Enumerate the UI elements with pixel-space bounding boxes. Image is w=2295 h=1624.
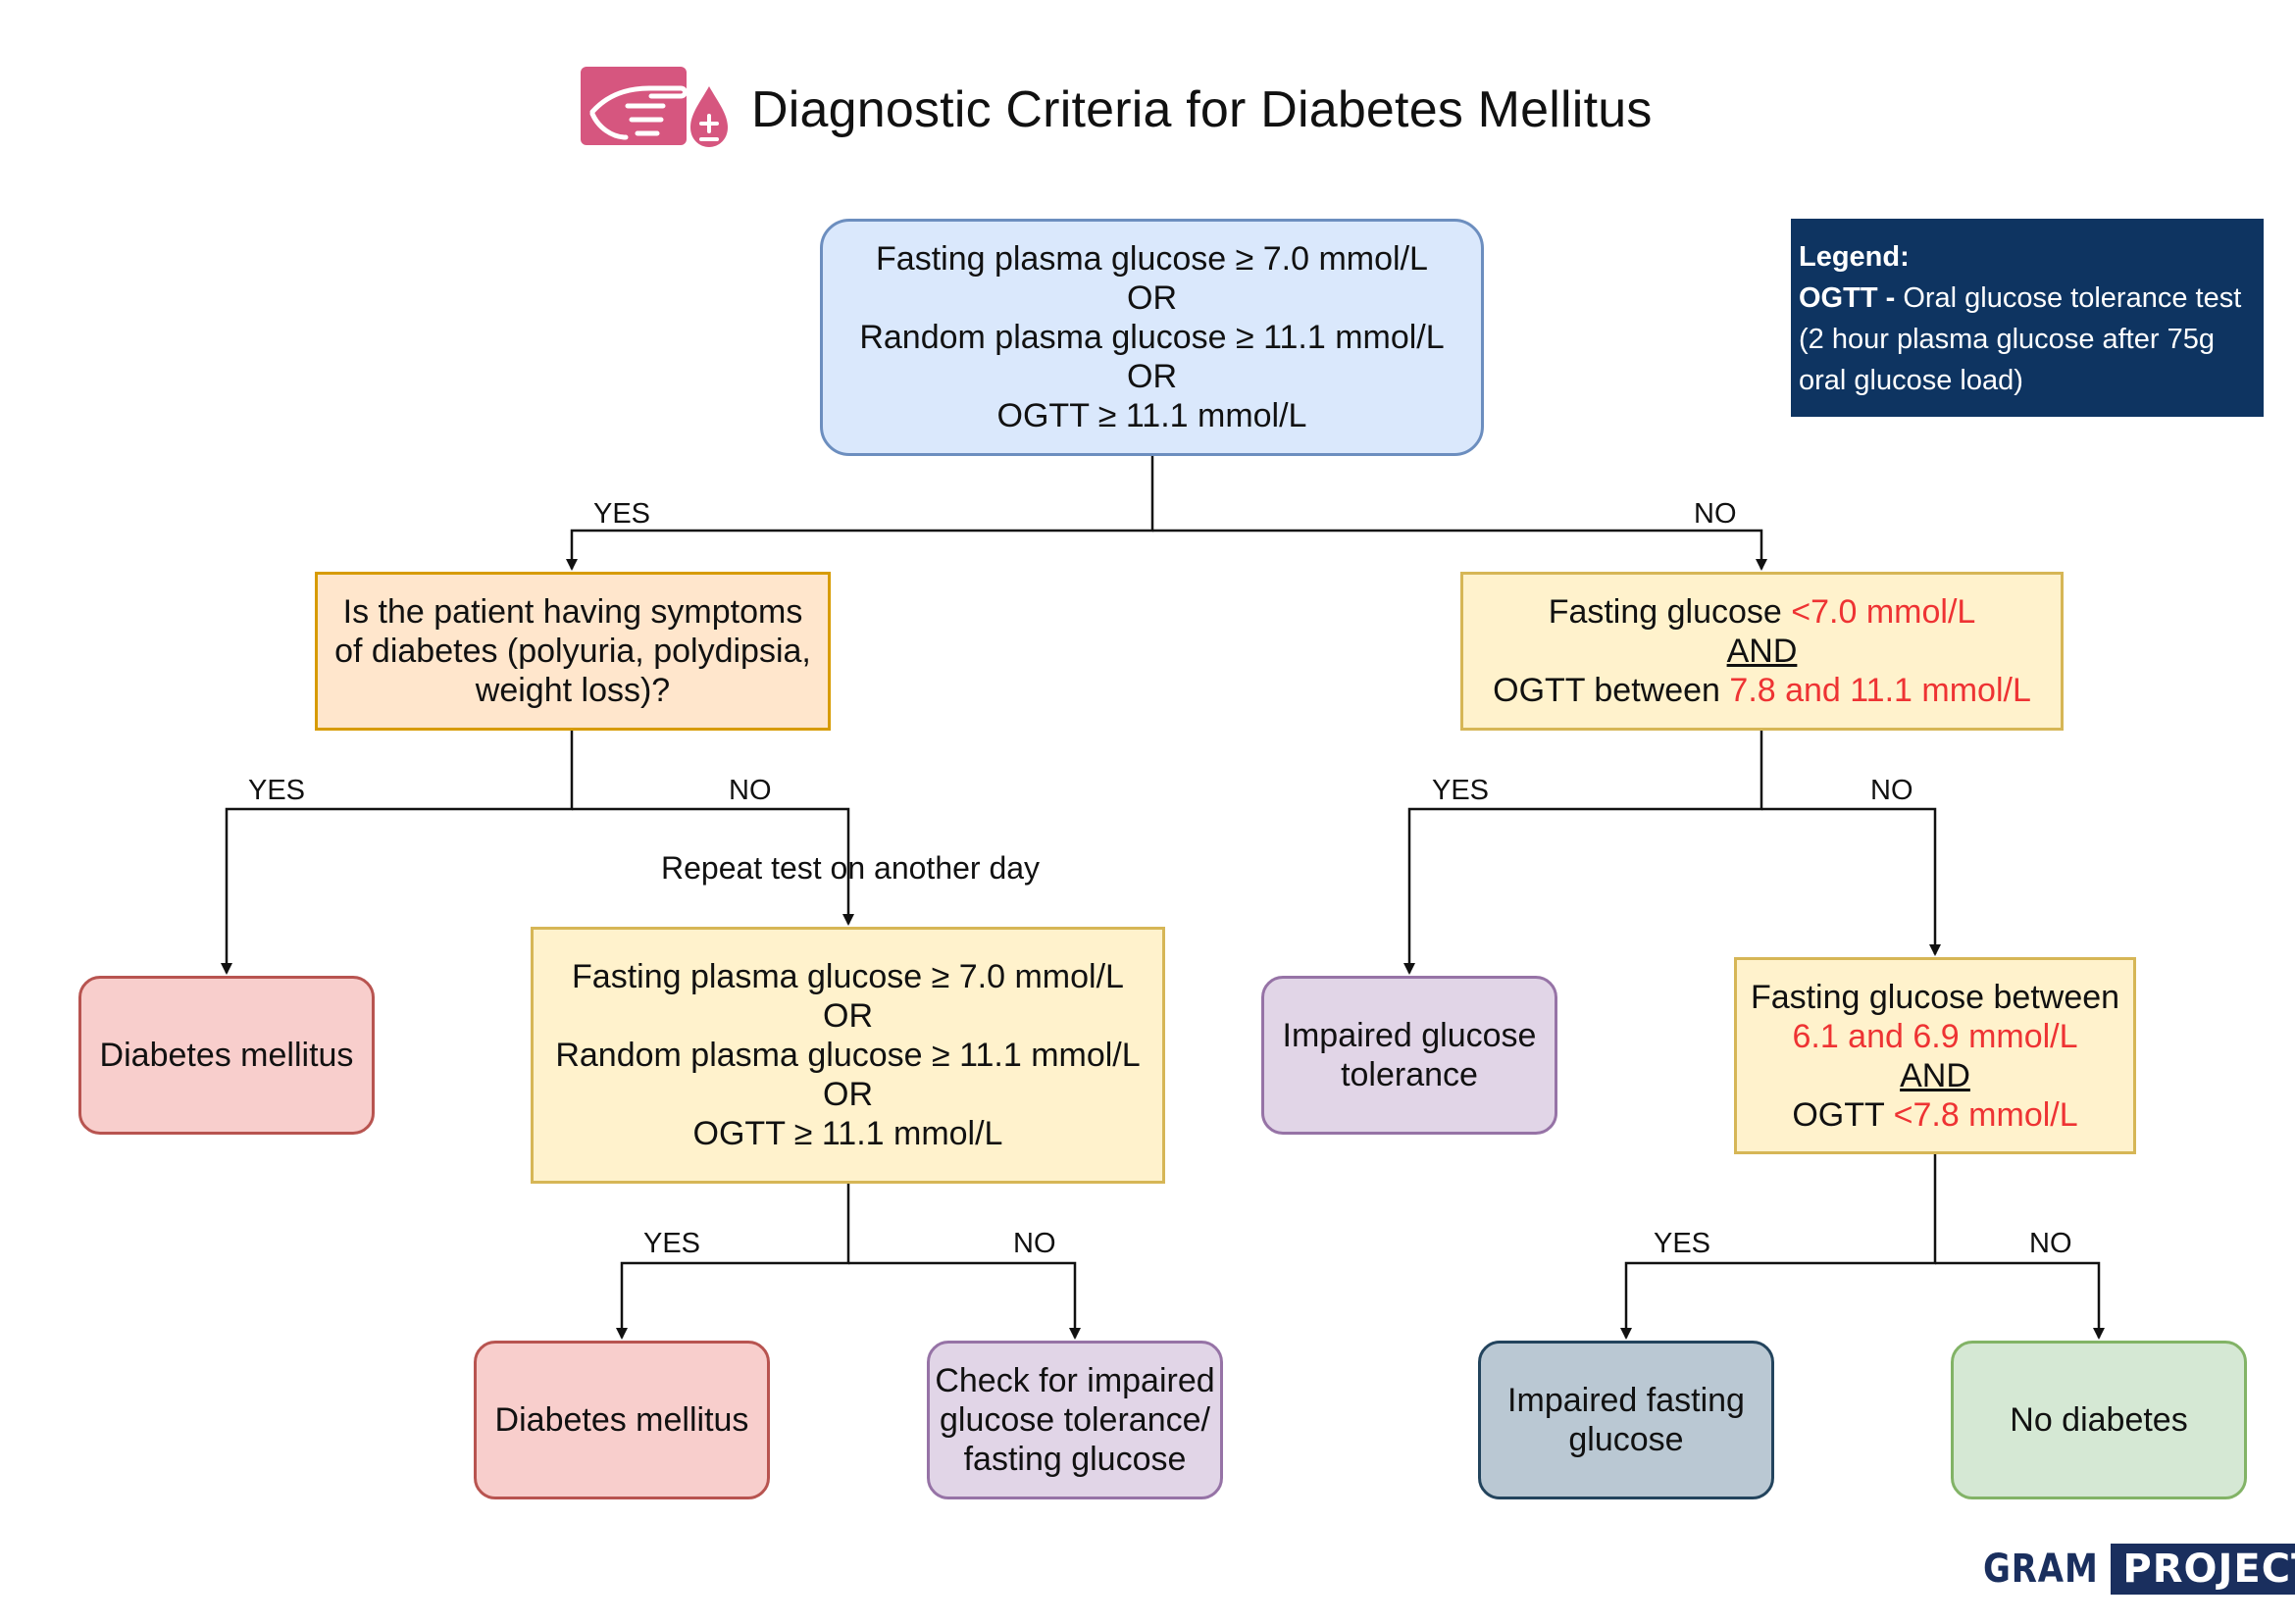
criteria-threshold: 6.1 and 6.9 mmol/L bbox=[1792, 1017, 2078, 1055]
criteria-threshold: <7.0 mmol/L bbox=[1791, 593, 1976, 631]
criteria-text: OGTT between bbox=[1493, 672, 1730, 709]
impaired-fasting-glucose-result: Impaired fasting glucose bbox=[1478, 1341, 1774, 1499]
criteria-threshold: <7.8 mmol/L bbox=[1893, 1095, 2078, 1134]
brand-right: PROJECT bbox=[2111, 1544, 2295, 1595]
question-line: weight loss)? bbox=[475, 672, 671, 709]
initial-criteria-box: Fasting plasma glucose ≥ 7.0 mmol/L OR R… bbox=[820, 219, 1484, 456]
brand-left: GRAM bbox=[1983, 1547, 2099, 1592]
criteria-or: OR bbox=[823, 1076, 873, 1113]
result-label: tolerance bbox=[1341, 1056, 1478, 1093]
diabetes-mellitus-result-left: Diabetes mellitus bbox=[78, 976, 375, 1135]
result-label: Impaired glucose bbox=[1282, 1017, 1537, 1054]
criteria-line: Fasting plasma glucose ≥ 7.0 mmol/L bbox=[572, 958, 1124, 995]
branch-label-no: NO bbox=[1013, 1228, 1056, 1259]
connector-symptoms-to-repeat bbox=[572, 807, 854, 926]
criteria-text: Fasting glucose bbox=[1548, 593, 1792, 631]
impaired-glucose-tolerance-result: Impaired glucose tolerance bbox=[1261, 976, 1557, 1135]
finger-prick-blood-drop-icon bbox=[581, 67, 728, 147]
result-label: fasting glucose bbox=[963, 1441, 1187, 1478]
legend-heading: Legend: bbox=[1799, 241, 1910, 273]
criteria-line: Fasting glucose between bbox=[1750, 978, 2120, 1016]
legend-line-3: oral glucose load) bbox=[1799, 365, 2023, 396]
connector-top-to-symptoms bbox=[566, 456, 1154, 571]
repeat-criteria-box: Fasting plasma glucose ≥ 7.0 mmol/L OR R… bbox=[531, 927, 1165, 1184]
legend-line-2: (2 hour plasma glucose after 75g bbox=[1799, 324, 2215, 355]
branch-label-no: NO bbox=[1870, 775, 1913, 806]
branch-label-no: NO bbox=[2029, 1228, 2072, 1259]
connector-igt-criteria-to-igt-result bbox=[1403, 731, 1763, 975]
page-title: Diagnostic Criteria for Diabetes Mellitu… bbox=[751, 81, 1653, 138]
criteria-line: OGTT ≥ 11.1 mmol/L bbox=[996, 397, 1307, 434]
connector-repeat-to-dm-mid bbox=[616, 1184, 850, 1340]
symptoms-question-box: Is the patient having symptoms of diabet… bbox=[315, 572, 831, 731]
legend-definition: Oral glucose tolerance test bbox=[1895, 282, 2242, 314]
connector-ifg-criteria-to-no-diabetes bbox=[1935, 1261, 2105, 1340]
result-label: Impaired fasting bbox=[1507, 1382, 1745, 1419]
repeat-test-note: Repeat test on another day bbox=[661, 850, 1041, 886]
branch-label-yes: YES bbox=[643, 1228, 701, 1259]
igt-criteria-box: Fasting glucose <7.0 mmol/L AND OGTT bet… bbox=[1460, 572, 2064, 731]
criteria-or: OR bbox=[1127, 279, 1177, 317]
criteria-line: Fasting plasma glucose ≥ 7.0 mmol/L bbox=[876, 240, 1428, 278]
connector-ifg-criteria-to-ifg-result bbox=[1620, 1154, 1937, 1340]
criteria-line: OGTT ≥ 11.1 mmol/L bbox=[692, 1115, 1003, 1152]
branch-label-yes: YES bbox=[248, 775, 306, 806]
result-label: No diabetes bbox=[2010, 1401, 2188, 1439]
criteria-text: OGTT bbox=[1792, 1095, 1894, 1134]
branch-label-yes: YES bbox=[593, 498, 651, 530]
connector-symptoms-to-dm-left bbox=[221, 731, 574, 975]
result-label: Check for impaired bbox=[935, 1362, 1215, 1399]
criteria-line: Random plasma glucose ≥ 11.1 mmol/L bbox=[555, 1037, 1141, 1074]
legend-line-1: OGTT - Oral glucose tolerance test bbox=[1799, 278, 2254, 319]
diabetes-mellitus-result-mid: Diabetes mellitus bbox=[474, 1341, 770, 1499]
check-impaired-result: Check for impaired glucose tolerance/ fa… bbox=[927, 1341, 1223, 1499]
legend-abbr: OGTT - bbox=[1799, 282, 1896, 314]
question-line: Is the patient having symptoms bbox=[342, 593, 803, 631]
result-label: glucose bbox=[1568, 1421, 1684, 1458]
result-label: Diabetes mellitus bbox=[494, 1401, 749, 1439]
criteria-line: OGTT <7.8 mmol/L bbox=[1792, 1095, 2077, 1135]
ifg-criteria-box: Fasting glucose between 6.1 and 6.9 mmol… bbox=[1734, 957, 2136, 1154]
criteria-or: OR bbox=[1127, 358, 1177, 395]
criteria-and: AND bbox=[1726, 633, 1798, 670]
criteria-line: OGTT between 7.8 and 11.1 mmol/L bbox=[1493, 671, 2031, 710]
no-diabetes-result: No diabetes bbox=[1951, 1341, 2247, 1499]
question-line: of diabetes (polyuria, polydipsia, bbox=[334, 633, 811, 670]
criteria-or: OR bbox=[823, 997, 873, 1035]
criteria-line: Fasting glucose <7.0 mmol/L bbox=[1549, 592, 1976, 632]
brand-logo: GRAM PROJECT bbox=[1983, 1544, 2295, 1595]
branch-label-no: NO bbox=[729, 775, 772, 806]
connector-igt-criteria-to-ifg-criteria bbox=[1761, 807, 1941, 956]
branch-label-yes: YES bbox=[1654, 1228, 1711, 1259]
criteria-line: Random plasma glucose ≥ 11.1 mmol/L bbox=[859, 319, 1445, 356]
branch-label-no: NO bbox=[1694, 498, 1737, 530]
branch-label-yes: YES bbox=[1432, 775, 1490, 806]
result-label: glucose tolerance/ bbox=[940, 1401, 1210, 1439]
connector-repeat-to-check bbox=[848, 1261, 1081, 1340]
result-label: Diabetes mellitus bbox=[99, 1037, 354, 1074]
criteria-threshold: 7.8 and 11.1 mmol/L bbox=[1729, 672, 2031, 709]
connector-top-to-igt-criteria bbox=[1152, 529, 1767, 571]
criteria-and: AND bbox=[1900, 1056, 1970, 1094]
legend-box: Legend: OGTT - Oral glucose tolerance te… bbox=[1791, 219, 2264, 417]
